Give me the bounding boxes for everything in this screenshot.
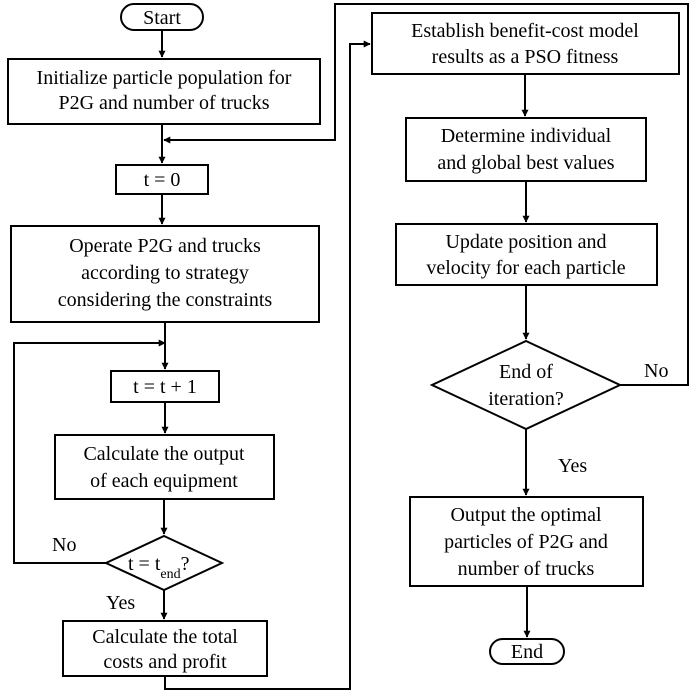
- end-terminal: End: [489, 638, 565, 665]
- operate-p2g-box: Operate P2G and trucks according to stra…: [10, 225, 320, 323]
- svg-text:Output the optimal: Output the optimal: [450, 504, 602, 526]
- svg-text:Determine individual: Determine individual: [441, 125, 612, 147]
- t-increment-box: t = t + 1: [110, 370, 220, 403]
- output-optimal-box: Output the optimal particles of P2G and …: [409, 496, 644, 587]
- svg-text:Initialize particle population: Initialize particle population for: [37, 67, 292, 89]
- svg-text:iteration?: iteration?: [488, 388, 564, 410]
- svg-text:Update position and: Update position and: [445, 231, 606, 253]
- svg-text:results as a PSO fitness: results as a PSO fitness: [432, 46, 619, 68]
- svg-text:of each equipment: of each equipment: [90, 470, 238, 492]
- t-zero-box: t = 0: [115, 164, 209, 195]
- no-label-left: No: [52, 534, 76, 556]
- yes-label-right: Yes: [558, 455, 587, 477]
- t-end-decision: t = tend?: [103, 534, 225, 592]
- svg-text:Operate P2G and trucks: Operate P2G and trucks: [69, 235, 261, 257]
- determine-best-box: Determine individual and global best val…: [405, 117, 647, 182]
- svg-text:Calculate the total: Calculate the total: [92, 626, 238, 648]
- svg-text:P2G and number of trucks: P2G and number of trucks: [58, 92, 269, 114]
- start-terminal: Start: [120, 3, 204, 31]
- svg-text:t = 0: t = 0: [144, 169, 181, 191]
- svg-text:particles of P2G and: particles of P2G and: [444, 531, 608, 553]
- calculate-output-box: Calculate the output of each equipment: [54, 434, 275, 500]
- svg-text:costs and profit: costs and profit: [103, 651, 227, 673]
- svg-text:Establish benefit-cost model: Establish benefit-cost model: [411, 20, 639, 42]
- svg-text:Calculate the output: Calculate the output: [83, 443, 245, 465]
- t-end-question: t = tend?: [128, 553, 190, 582]
- svg-text:and global best values: and global best values: [437, 152, 614, 174]
- start-label: Start: [143, 7, 181, 29]
- svg-text:number of trucks: number of trucks: [458, 558, 595, 580]
- no-label-right: No: [644, 360, 668, 382]
- calculate-total-box: Calculate the total costs and profit: [62, 620, 268, 677]
- svg-text:velocity for each particle: velocity for each particle: [426, 257, 625, 279]
- end-of-iteration-decision: End of iteration?: [429, 339, 623, 431]
- svg-text:t = t + 1: t = t + 1: [133, 376, 197, 398]
- svg-text:considering the constraints: considering the constraints: [58, 289, 273, 311]
- svg-text:End of: End of: [499, 361, 553, 383]
- svg-text:according to strategy: according to strategy: [81, 262, 249, 284]
- yes-label-left: Yes: [106, 592, 135, 614]
- end-label: End: [511, 641, 543, 663]
- initialize-population-box: Initialize particle population for P2G a…: [7, 58, 321, 125]
- update-particle-box: Update position and velocity for each pa…: [395, 223, 658, 286]
- establish-model-box: Establish benefit-cost model results as …: [371, 12, 680, 75]
